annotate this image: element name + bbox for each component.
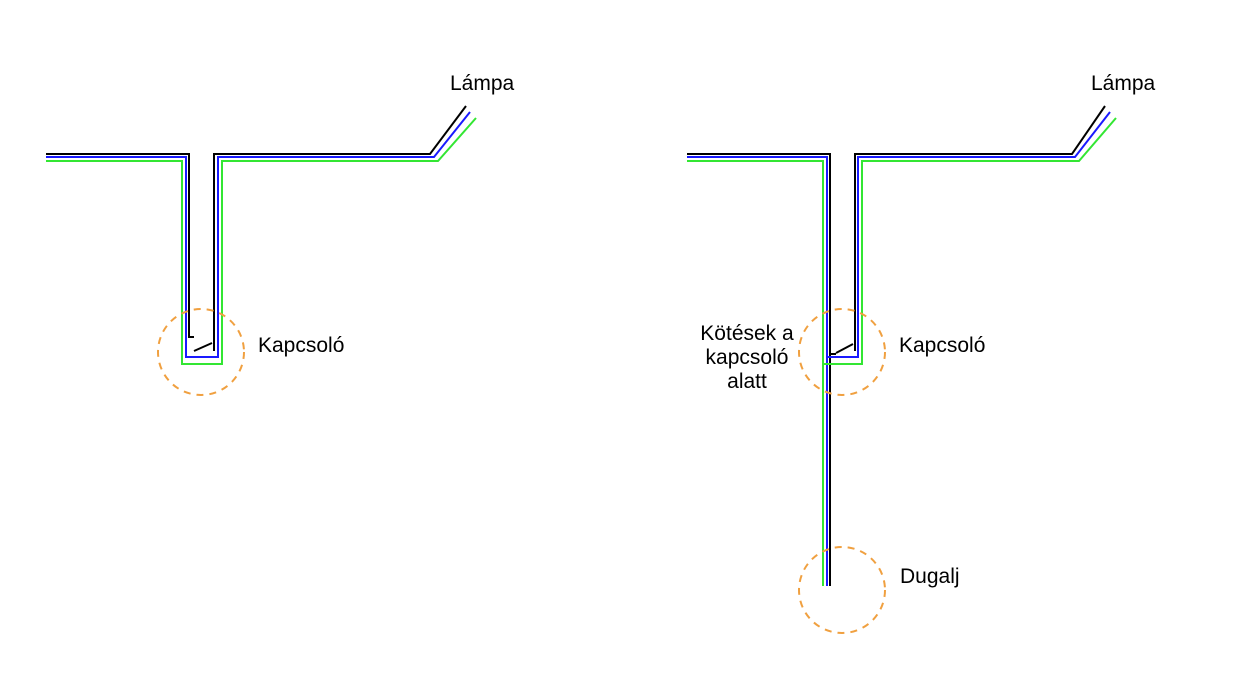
right-switched-black-wire <box>854 105 1106 350</box>
right-feed-black-wire <box>687 153 831 586</box>
right-switch-contact <box>835 343 854 354</box>
right-lamp-label: Lámpa <box>1091 72 1156 95</box>
left-wiring <box>46 105 477 365</box>
junction-label-line-3: alatt <box>727 370 767 393</box>
left-switch-contact <box>193 342 213 352</box>
right-feed-blue-wire <box>687 156 828 586</box>
right-wiring <box>687 105 1117 586</box>
left-lamp-label: Lámpa <box>450 72 515 95</box>
left-feed-black-wire <box>46 153 194 338</box>
left-feed-green-wire <box>46 117 477 365</box>
right-socket-label: Dugalj <box>900 565 960 588</box>
left-switch-marker <box>157 308 245 396</box>
right-socket-marker <box>798 546 886 634</box>
right-feed-green-wire <box>687 160 824 586</box>
right-branch-blue-wire <box>827 111 1111 358</box>
right-switch-marker <box>798 308 886 396</box>
left-switch-label: Kapcsoló <box>258 334 345 357</box>
junction-label-line-1: Kötések a <box>700 322 794 345</box>
right-branch-green-wire <box>823 117 1117 365</box>
right-junction-label: Kötések a kapcsoló alatt <box>682 322 812 394</box>
junction-label-line-2: kapcsoló <box>705 346 789 369</box>
right-switch-label: Kapcsoló <box>899 334 986 357</box>
left-switched-black-wire <box>213 105 467 350</box>
left-feed-blue-wire <box>46 111 471 358</box>
